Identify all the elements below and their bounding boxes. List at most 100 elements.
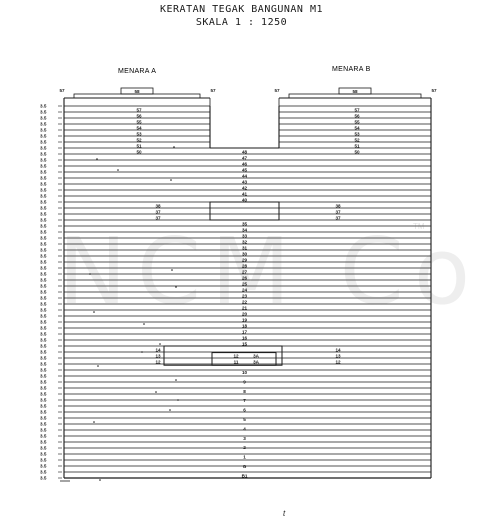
skybridge-label-a: 37 bbox=[155, 209, 161, 214]
level-marker: 3.5 bbox=[40, 235, 47, 240]
tower-a-parapet-label-right: 57 bbox=[210, 88, 216, 93]
level-marker: 3.5 bbox=[40, 331, 47, 336]
level-marker: 3.5 bbox=[40, 409, 47, 414]
lower-floor-label: 18 bbox=[242, 323, 248, 328]
tower-a-crown-label: 58 bbox=[134, 89, 140, 94]
tower-a-floor-label: 51 bbox=[136, 143, 142, 148]
dot bbox=[159, 343, 161, 345]
level-marker: 3.5 bbox=[40, 325, 47, 330]
podium-floor-label: 5 bbox=[243, 417, 246, 422]
level-marker: 3.5 bbox=[40, 247, 47, 252]
step-label-left: 12 bbox=[155, 359, 161, 364]
tower-b-floor-label: 54 bbox=[354, 125, 360, 130]
level-marker: 3.5 bbox=[40, 265, 47, 270]
tower-a-floor-label: 56 bbox=[136, 113, 142, 118]
podium-floor-label: 8 bbox=[243, 389, 246, 394]
core-floor-label: 48 bbox=[242, 149, 248, 154]
lower-floor-label: 21 bbox=[242, 305, 248, 310]
core-floor-label: 40 bbox=[242, 197, 248, 202]
level-marker: 3.5 bbox=[40, 253, 47, 258]
dot bbox=[93, 421, 95, 423]
core-floor-label: 47 bbox=[242, 155, 248, 160]
tower-b-parapet-label-left: 57 bbox=[274, 88, 280, 93]
step-label-left: 13 bbox=[155, 353, 161, 358]
level-marker: 3.5 bbox=[40, 337, 47, 342]
tower-b-floor-label: 56 bbox=[354, 113, 360, 118]
mezzanine-box bbox=[211, 352, 277, 366]
level-marker: 3.5 bbox=[40, 229, 47, 234]
level-marker: 3.5 bbox=[40, 403, 47, 408]
level-marker: 3.5 bbox=[40, 463, 47, 468]
level-marker: 3.5 bbox=[40, 391, 47, 396]
level-marker: 3.5 bbox=[40, 433, 47, 438]
level-marker: 3.5 bbox=[40, 475, 47, 480]
mezz-label: 12 bbox=[233, 353, 239, 358]
level-marker: 3.5 bbox=[40, 283, 47, 288]
skybridge-label-a: 37 bbox=[155, 215, 161, 220]
skybridge-label-a: 38 bbox=[155, 203, 161, 208]
tower-b-parapet-label-right: 57 bbox=[431, 88, 437, 93]
step-label-right: 14 bbox=[335, 347, 341, 352]
level-marker: 3.5 bbox=[40, 457, 47, 462]
tower-b-floor-label: 55 bbox=[354, 119, 360, 124]
level-marker: 3.5 bbox=[40, 367, 47, 372]
core-floor-label: 42 bbox=[242, 185, 248, 190]
lower-floor-label: 27 bbox=[242, 269, 248, 274]
lower-floor-label: 26 bbox=[242, 275, 248, 280]
level-marker: 3.5 bbox=[40, 301, 47, 306]
lower-floor-label: 31 bbox=[242, 245, 248, 250]
level-marker: 3.5 bbox=[40, 169, 47, 174]
level-marker: 3.5 bbox=[40, 313, 47, 318]
level-marker: 3.5 bbox=[40, 187, 47, 192]
tower-a-parapet-label-left: 57 bbox=[59, 88, 65, 93]
dot bbox=[93, 311, 95, 313]
core-floor-label: 46 bbox=[242, 161, 248, 166]
lower-floor-label: 24 bbox=[242, 287, 248, 292]
footnote-mark: t bbox=[283, 509, 286, 518]
lower-floor-label: 28 bbox=[242, 263, 248, 268]
dot bbox=[175, 379, 177, 381]
level-marker: 3.5 bbox=[40, 445, 47, 450]
dot bbox=[169, 409, 171, 411]
dot bbox=[175, 286, 177, 288]
lower-floor-label: 35 bbox=[242, 221, 248, 226]
dot bbox=[89, 273, 91, 275]
tower-b-floor-label: 52 bbox=[354, 137, 360, 142]
section-dots bbox=[89, 146, 179, 481]
level-marker: 3.5 bbox=[40, 427, 47, 432]
level-marker: 3.5 bbox=[40, 115, 47, 120]
tower-a-label: MENARA A bbox=[118, 68, 156, 75]
level-marker: 3.5 bbox=[40, 211, 47, 216]
tower-b-floor-label: 57 bbox=[354, 107, 360, 112]
level-marker: 3.5 bbox=[40, 157, 47, 162]
dot bbox=[171, 269, 173, 271]
level-marker: 3.5 bbox=[40, 127, 47, 132]
podium-floor-label: 1 bbox=[243, 455, 246, 460]
core-floor-label: 45 bbox=[242, 167, 248, 172]
lower-floor-label: 23 bbox=[242, 293, 248, 298]
level-marker: 3.5 bbox=[40, 355, 47, 360]
lower-floor-label: 30 bbox=[242, 251, 248, 256]
dot bbox=[97, 365, 99, 367]
skybridge-label-b: 37 bbox=[335, 209, 341, 214]
mezz-label: 3A bbox=[253, 353, 260, 358]
podium-floor-label: 9 bbox=[243, 379, 246, 384]
level-marker: 3.5 bbox=[40, 109, 47, 114]
tower-b-floor-label: 50 bbox=[354, 149, 360, 154]
level-marker: 3.5 bbox=[40, 175, 47, 180]
level-markers: 3.53.53.53.53.53.53.53.53.53.53.53.53.53… bbox=[40, 103, 62, 480]
mezz-label: 3A bbox=[253, 359, 260, 364]
podium-floor-label: 2 bbox=[243, 445, 246, 450]
level-marker: 3.5 bbox=[40, 205, 47, 210]
podium-floor-label: 4 bbox=[243, 426, 246, 431]
level-marker: 3.5 bbox=[40, 451, 47, 456]
level-marker: 3.5 bbox=[40, 121, 47, 126]
level-marker: 3.5 bbox=[40, 469, 47, 474]
lower-floor-label: 15 bbox=[242, 341, 248, 346]
dot bbox=[170, 179, 172, 181]
tower-b-floor-label: 51 bbox=[354, 143, 360, 148]
drawing-title: KERATAN TEGAK BANGUNAN M1 bbox=[159, 4, 323, 15]
level-marker: 3.5 bbox=[40, 343, 47, 348]
level-marker: 3.5 bbox=[40, 379, 47, 384]
level-marker: 3.5 bbox=[40, 373, 47, 378]
